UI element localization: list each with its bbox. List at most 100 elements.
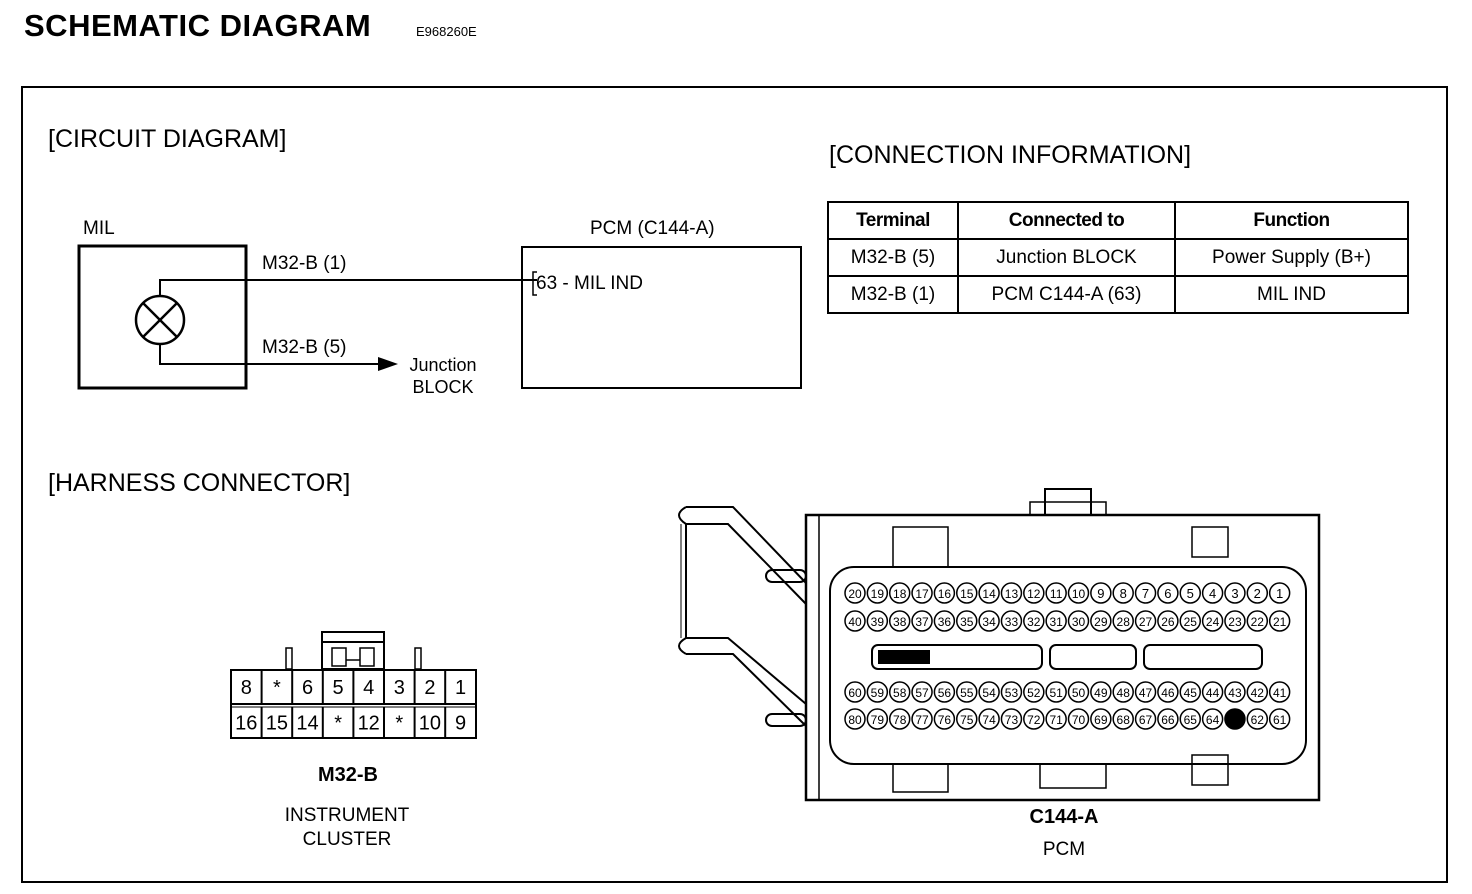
table-cell: MIL IND [1174, 275, 1409, 314]
mil-label: MIL [83, 218, 115, 239]
lamp-icon [134, 294, 186, 346]
c144a-pin-label: 15 [960, 587, 974, 601]
c144a-desc: PCM [1042, 839, 1086, 860]
c144a-pin [978, 582, 1000, 604]
c144a-pin-label: 42 [1251, 686, 1265, 700]
harness-connector-title: [HARNESS CONNECTOR] [48, 469, 351, 497]
c144a-pin-label: 14 [982, 587, 996, 601]
c144a-pin [1023, 610, 1045, 632]
c144a-pin-label: 29 [1094, 615, 1108, 629]
c144a-pin-label: 19 [871, 587, 885, 601]
c144a-pin-label: 27 [1139, 615, 1153, 629]
c144a-pin [1090, 582, 1112, 604]
c144a-pin-label: 21 [1273, 615, 1287, 629]
c144a-pin [1246, 708, 1269, 730]
page-title: SCHEMATIC DIAGRAM [24, 8, 372, 43]
table-header: Connected to [957, 201, 1176, 240]
mil-box [77, 244, 248, 390]
c144a-pin-label: 28 [1117, 615, 1131, 629]
c144a-pin [1134, 681, 1157, 703]
c144a-pin [844, 708, 866, 730]
table-cell: M32-B (5) [827, 238, 959, 277]
c144a-pin-label: 5 [1187, 586, 1194, 601]
c144a-pin [1067, 582, 1090, 604]
table-cell: M32-B (1) [827, 275, 959, 314]
c144a-pin [888, 610, 911, 632]
m32b-name: M32-B [317, 764, 378, 786]
c144a-pin [1023, 681, 1045, 703]
c144a-pin [888, 681, 911, 703]
c144a-pin-label: 74 [982, 713, 996, 727]
c144a-pin-label: 53 [1005, 686, 1019, 700]
pcm-pin-label: 63 - MIL IND [536, 273, 643, 294]
m32b-pin-label: 1 [455, 677, 466, 699]
m32b-pin-label: * [334, 713, 342, 735]
c144a-pin [1134, 708, 1157, 730]
m32b-pin-label: 5 [333, 677, 344, 699]
c144a-pin-label: 58 [893, 686, 907, 700]
c144a-pin [1090, 708, 1112, 730]
c144a-pin-highlighted [1224, 708, 1246, 730]
c144a-pin [866, 610, 889, 632]
c144a-pin-label: 57 [915, 686, 929, 700]
c144a-pin [1000, 681, 1023, 703]
c144a-pin [1067, 708, 1090, 730]
c144a-pin-label: 36 [938, 615, 952, 629]
c144a-pin-label: 1 [1276, 586, 1283, 601]
table-cell: PCM C144-A (63) [957, 275, 1176, 314]
c144a-pin-label: 73 [1005, 713, 1019, 727]
c144a-pin-label: 10 [1072, 587, 1086, 601]
wire-m32b-1 [159, 279, 537, 296]
c144a-pin-label: 32 [1027, 615, 1041, 629]
m32b-pin-label: * [273, 677, 281, 699]
c144a-pin [1045, 681, 1067, 703]
c144a-pin [933, 610, 956, 632]
c144a-pin [1201, 610, 1224, 632]
c144a-pin [956, 582, 978, 604]
c144a-pin [978, 708, 1000, 730]
c144a-pin [1268, 681, 1291, 703]
c144a-pin [866, 582, 889, 604]
c144a-pin [1045, 708, 1067, 730]
m32b-pin-label: 4 [363, 677, 374, 699]
c144a-pin [844, 582, 866, 604]
c144a-pin [911, 708, 933, 730]
circuit-diagram-title: [CIRCUIT DIAGRAM] [48, 125, 287, 153]
c144a-pin-label: 50 [1072, 686, 1086, 700]
c144a-pin [1000, 582, 1023, 604]
m32b-desc-line2: CLUSTER [302, 829, 392, 850]
c144a-pin [1000, 610, 1023, 632]
c144a-pin-label: 13 [1005, 587, 1019, 601]
c144a-pin-label: 25 [1184, 615, 1198, 629]
c144a-pin [1201, 681, 1224, 703]
c144a-pin [1157, 681, 1179, 703]
c144a-pin [978, 610, 1000, 632]
c144a-pin-label: 16 [938, 587, 952, 601]
table-row: M32-B (5) Junction BLOCK Power Supply (B… [827, 238, 1409, 277]
m32b-pin-label: 8 [241, 677, 252, 699]
arrow-icon [378, 357, 398, 371]
document-code: E968260E [416, 24, 477, 39]
c144a-pin-label: 80 [848, 713, 862, 727]
c144a-pin-label: 62 [1251, 713, 1265, 727]
c144a-pin [956, 708, 978, 730]
c144a-pin [1112, 708, 1134, 730]
connection-info-title: [CONNECTION INFORMATION] [829, 141, 1192, 169]
c144a-pin-label: 59 [871, 686, 885, 700]
m32b-pin-label: 15 [266, 713, 288, 735]
c144a-pin-label: 41 [1273, 686, 1287, 700]
c144a-pin-label: 11 [1050, 587, 1063, 601]
m32b-pin-label: 12 [358, 713, 380, 735]
c144a-pin-label: 60 [848, 686, 862, 700]
c144a-pin [1090, 681, 1112, 703]
c144a-pin-label: 7 [1142, 586, 1149, 601]
c144a-pin-label: 31 [1049, 615, 1063, 629]
c144a-pin-label: 45 [1184, 686, 1198, 700]
c144a-pin [1067, 681, 1090, 703]
c144a-pin-label: 2 [1254, 586, 1261, 601]
c144a-pin-label: 79 [871, 713, 885, 727]
c144a-pin-label: 65 [1184, 713, 1198, 727]
pcm-label: PCM (C144-A) [590, 218, 715, 239]
c144a-pin [1179, 708, 1201, 730]
table-header: Terminal [827, 201, 959, 240]
